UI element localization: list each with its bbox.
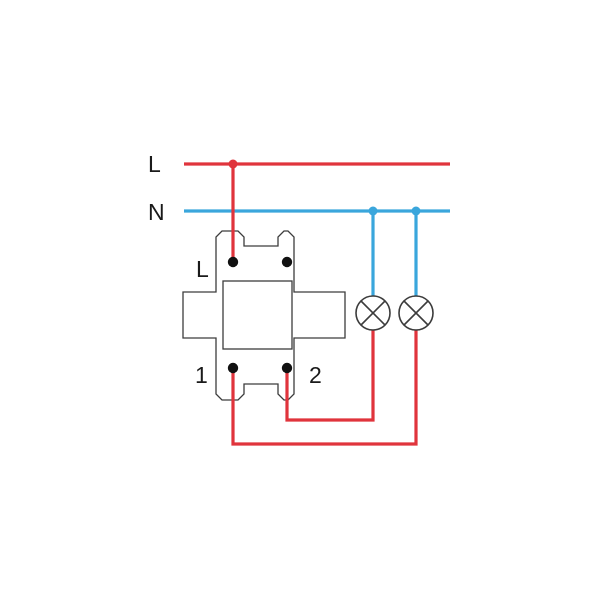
terminal-unused [281,256,293,268]
terminal-2-label: 2 [309,362,322,388]
output-1-wire [231,330,418,446]
terminal-2 [281,362,293,374]
switch-rocker [222,280,293,350]
lamp-2-icon [398,295,434,331]
terminal-1 [227,362,239,374]
output-2-wire [285,330,375,422]
terminal-1-label: 1 [195,362,208,388]
neutral-line-label: N [148,199,165,225]
switch-icon [182,230,346,401]
terminal-l [227,256,239,268]
switch-body-outline [182,230,346,401]
neutral-junction-dot-1 [368,206,378,216]
live-junction-dot [228,159,238,169]
lamp-1-icon [355,295,391,331]
terminal-l-label: L [196,256,209,282]
neutral-junction-dot-2 [411,206,421,216]
live-line-label: L [148,151,161,177]
